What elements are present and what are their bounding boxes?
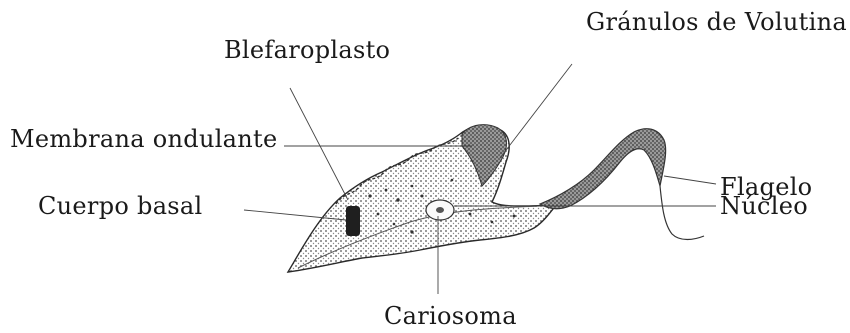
leader-flagelo xyxy=(664,176,716,184)
label-membrana-ondulante: Membrana ondulante xyxy=(10,125,278,153)
flagellum-band xyxy=(540,129,666,209)
label-nucleo: Núcleo xyxy=(720,192,808,220)
leader-granulos xyxy=(500,64,572,158)
karyosome xyxy=(436,207,444,213)
label-cuerpo-basal: Cuerpo basal xyxy=(38,192,203,220)
cell-body-outline xyxy=(288,126,560,272)
label-cariosoma: Cariosoma xyxy=(384,302,517,330)
label-granulos-volutina: Gránulos de Volutina xyxy=(586,8,847,36)
basal-body xyxy=(346,206,360,236)
flagellum-tail xyxy=(660,186,704,240)
leader-blefaroplasto xyxy=(290,88,348,200)
label-blefaroplasto: Blefaroplasto xyxy=(224,36,390,64)
